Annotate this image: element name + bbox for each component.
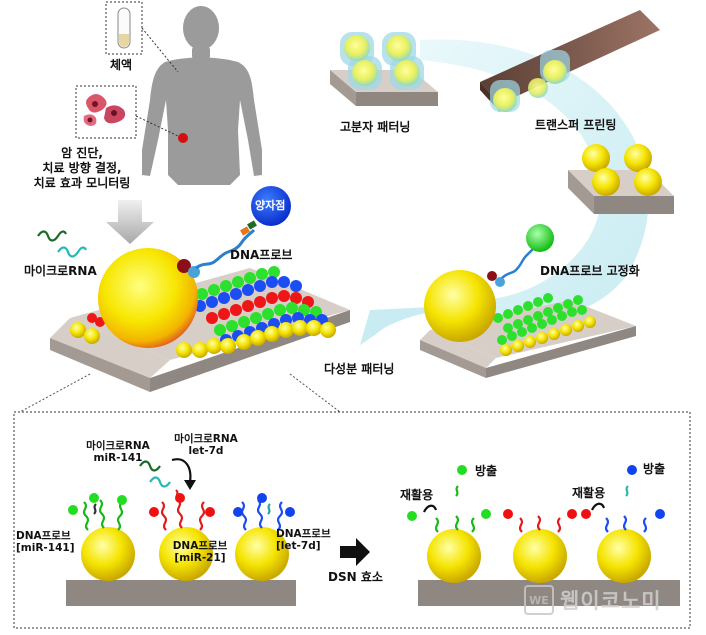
detail-probe-tips-right — [407, 465, 665, 521]
cancer-cells — [83, 94, 126, 126]
quantum-dot-blue — [251, 186, 291, 226]
label-dna-probe: DNA프로브 — [230, 248, 293, 262]
label-release-2: 방출 — [643, 462, 666, 476]
main-probe — [177, 220, 257, 278]
curved-arrow — [171, 458, 192, 483]
zoom-line-left — [19, 373, 91, 413]
label-probe-141: DNA프로브 [miR-141] — [16, 530, 75, 554]
detail-probe-tips-left — [68, 493, 295, 517]
big-gold-sphere — [98, 248, 198, 348]
gold-pattern-block — [568, 144, 674, 214]
main-gold-dots — [70, 320, 336, 358]
detail-box — [13, 411, 691, 629]
label-microrna: 마이크로RNA — [24, 264, 97, 278]
label-body-fluid: 체액 — [110, 58, 133, 72]
label-transfer-printing: 트랜스퍼 프린팅 — [535, 118, 617, 132]
dsn-arrow — [340, 538, 370, 566]
watermark: WE 웹이코노미 — [524, 583, 694, 617]
label-mirna-141: 마이크로RNA miR-141 — [86, 440, 150, 464]
process-cycle-arrow-tail — [360, 305, 470, 345]
cancer-cells-box — [75, 85, 137, 139]
human-body-silhouette — [142, 6, 262, 185]
watermark-badge: WE — [524, 585, 554, 615]
zoom-line-right — [289, 373, 341, 413]
transfer-stamp — [480, 10, 660, 112]
detail-substrate-left — [66, 527, 296, 606]
label-probe-let7d: DNA프로브 [let-7d] — [276, 528, 331, 552]
label-probe-fixation: DNA프로브 고정화 — [540, 264, 640, 278]
main-red-edge — [87, 313, 105, 327]
label-recycle-1: 재활용 — [400, 488, 434, 502]
label-probe-21: DNA프로브 [miR-21] — [172, 540, 228, 564]
curved-arrow-head — [184, 480, 196, 490]
label-quantum-dot: 양자점 — [255, 199, 286, 212]
label-polymer-patterning: 고분자 패터닝 — [340, 120, 411, 134]
tumor-marker — [178, 133, 188, 143]
detail-substrate-right — [418, 529, 680, 606]
process-cycle-arrow — [420, 39, 649, 324]
label-recycle-2: 재활용 — [572, 486, 606, 500]
down-arrow — [106, 200, 154, 244]
label-cancer-use: 암 진단, 치료 방향 결정, 치료 효과 모니터링 — [33, 146, 131, 190]
probe-fixation-block — [420, 224, 636, 378]
detail-probes-left — [82, 489, 284, 531]
label-mirna-let7d: 마이크로RNA let-7d — [174, 433, 238, 457]
detail-free-mirna — [139, 460, 171, 488]
label-multi-patterning: 다성분 패터닝 — [324, 362, 395, 376]
label-release-1: 방출 — [475, 464, 498, 478]
microrna-strands — [37, 230, 87, 258]
tube-connector — [141, 27, 179, 73]
detail-probes-right — [423, 485, 648, 533]
watermark-text: 웹이코노미 — [560, 589, 662, 613]
label-dsn: DSN 효소 — [328, 570, 383, 584]
polymer-pattern-block — [330, 32, 438, 106]
test-tube-fluid — [119, 34, 129, 47]
